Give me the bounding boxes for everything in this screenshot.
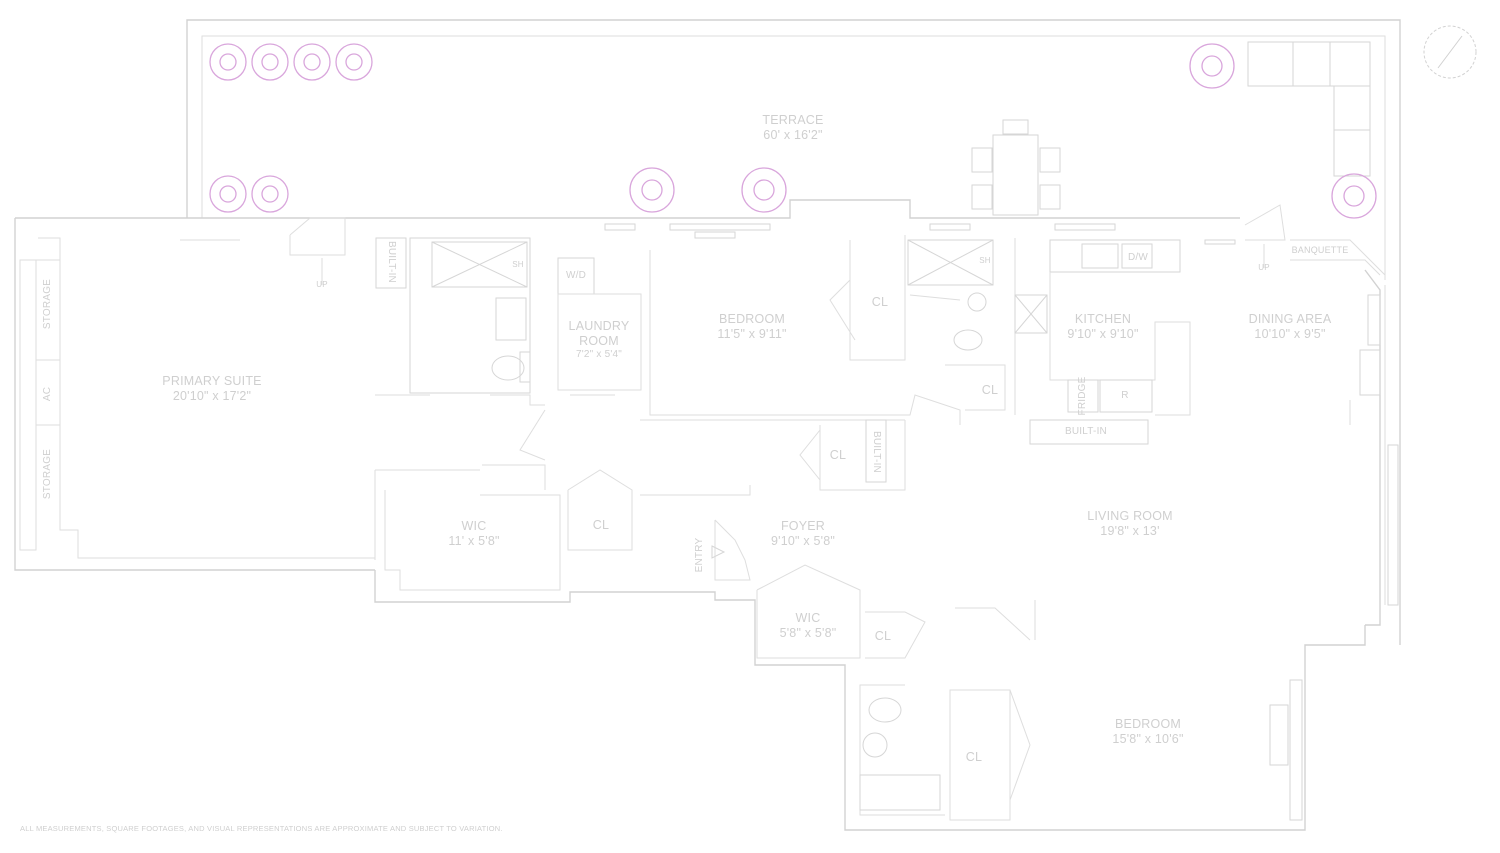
primary-suite-name: PRIMARY SUITE [162, 374, 262, 388]
living-room-dims: 19'8" x 13' [1100, 524, 1160, 538]
cl-label-hall: CL [829, 448, 847, 462]
foyer-label: FOYER 9'10" x 5'8" [771, 519, 835, 549]
primary-bath [375, 237, 545, 406]
laundry-line1: LAUNDRY [568, 319, 630, 333]
compass-icon [1423, 25, 1477, 79]
ac-label: AC [42, 386, 53, 402]
plant-icon [629, 167, 675, 213]
wic-1-label: WIC 11' x 5'8" [448, 519, 499, 549]
terrace-dims: 60' x 16'2" [763, 128, 823, 142]
footer-disclaimer: ALL MEASUREMENTS, SQUARE FOOTAGES, AND V… [20, 824, 503, 833]
wic-1-name: WIC [461, 519, 487, 533]
storage-label-2: STORAGE [42, 448, 53, 500]
plant-icons [209, 43, 1377, 219]
cl-label-bedroom2: CL [965, 750, 983, 764]
foyer [711, 519, 926, 659]
built-in-label-bath: BUILT-IN [386, 241, 397, 283]
hallway-walls [374, 250, 961, 560]
sh-label-primary: SH [512, 260, 524, 269]
dining-dims: 10'10" x 9'5" [1254, 327, 1326, 341]
terrace-walls [186, 19, 1401, 645]
windows [604, 223, 1236, 245]
plant-icon [1189, 43, 1235, 89]
plant-icon [335, 43, 373, 81]
cl-label-bedroom1: CL [871, 295, 889, 309]
bedroom-2-dims: 15'8" x 10'6" [1112, 732, 1184, 746]
plant-icon [209, 43, 247, 81]
storage-label-1: STORAGE [42, 278, 53, 330]
plant-icon [1331, 173, 1377, 219]
plant-icon [741, 167, 787, 213]
dining-area [1244, 204, 1399, 606]
bedroom-1-closets [799, 235, 1006, 491]
built-in-label-hall: BUILT-IN [871, 431, 882, 473]
cl-label-wic: CL [592, 518, 610, 532]
exterior-walls [14, 199, 1381, 831]
terrace-label: TERRACE 60' x 16'2" [762, 113, 823, 143]
kitchen [1014, 238, 1191, 445]
dining-label: DINING AREA 10'10" x 9'5" [1249, 312, 1332, 342]
range-label: R [1121, 390, 1129, 401]
wic-1-dims: 11' x 5'8" [448, 534, 500, 548]
wic-2-name: WIC [795, 611, 821, 625]
dw-label: D/W [1127, 252, 1149, 263]
foyer-dims: 9'10" x 5'8" [770, 534, 836, 548]
living-room-label: LIVING ROOM 19'8" x 13' [1087, 509, 1173, 539]
wic-2-dims: 5'8" x 5'8" [779, 626, 837, 640]
cl-label-bath: CL [981, 383, 999, 397]
entry-label: ENTRY [694, 537, 705, 573]
plant-icon [293, 43, 331, 81]
bedroom-2-name: BEDROOM [1115, 717, 1181, 731]
built-in-label-kitchen: BUILT-IN [1065, 426, 1107, 437]
bedroom-1-name: BEDROOM [719, 312, 785, 326]
bedroom-1-label: BEDROOM 11'5" x 9'11" [717, 312, 786, 342]
laundry-line2: ROOM [579, 334, 619, 348]
kitchen-name: KITCHEN [1074, 312, 1132, 326]
primary-suite-dims: 20'10" x 17'2" [172, 389, 252, 403]
kitchen-dims: 9'10" x 9'10" [1067, 327, 1139, 341]
terrace-name: TERRACE [762, 113, 824, 127]
dining-name: DINING AREA [1248, 312, 1332, 326]
banquette-label: BANQUETTE [1291, 245, 1349, 255]
wic-2-label: WIC 5'8" x 5'8" [780, 611, 837, 641]
cl-label-foyer: CL [874, 629, 892, 643]
bedroom-1-dims: 11'5" x 9'11" [717, 327, 787, 341]
bedroom-2-label: BEDROOM 15'8" x 10'6" [1112, 717, 1183, 747]
up-label-dining: UP [1258, 263, 1270, 272]
sh-label-bedroom: SH [979, 256, 991, 265]
wd-label: W/D [565, 270, 587, 281]
up-label-primary: UP [316, 280, 328, 289]
laundry-label: LAUNDRY ROOM 7'2" x 5'4" [569, 319, 630, 361]
terrace-furniture [971, 41, 1371, 216]
fridge-label: FRIDGE [1077, 376, 1088, 416]
plant-icon [251, 175, 289, 213]
foyer-name: FOYER [780, 519, 826, 533]
primary-suite-walls [19, 217, 430, 559]
plant-icon [209, 175, 247, 213]
kitchen-label: KITCHEN 9'10" x 9'10" [1067, 312, 1138, 342]
plant-icon [251, 43, 289, 81]
wic-1-walls [384, 469, 751, 591]
bedroom-2 [859, 600, 1303, 821]
laundry-dims: 7'2" x 5'4" [576, 349, 622, 360]
living-room-name: LIVING ROOM [1087, 509, 1173, 523]
primary-suite-label: PRIMARY SUITE 20'10" x 17'2" [162, 374, 261, 404]
laundry-room [557, 257, 642, 396]
